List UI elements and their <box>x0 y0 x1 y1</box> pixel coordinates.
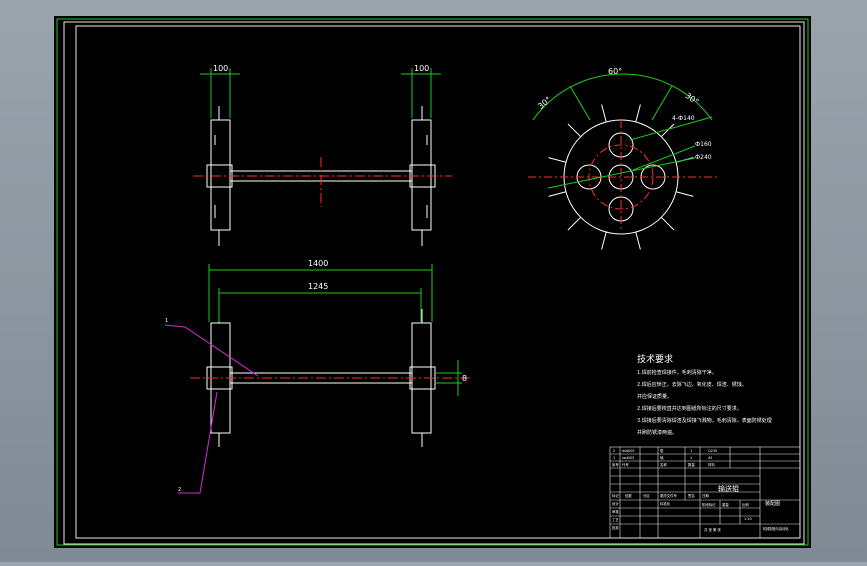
disc-spike <box>635 231 641 250</box>
tb-drawing-name: 输送辊 <box>718 484 739 493</box>
disc-spike <box>601 104 607 123</box>
tb-row2-cell: 1 <box>690 456 692 460</box>
tb-sheet-count: 共 张 第 张 <box>704 527 721 532</box>
title-block-frame <box>609 446 801 539</box>
leader-d160 <box>632 145 696 171</box>
tb-header-cell: 材料 <box>708 462 715 467</box>
tb-cell: 签名 <box>688 493 695 498</box>
tb-header-cell: 序号 <box>612 462 619 467</box>
dim-angle-top: 60° <box>608 67 622 76</box>
disc-spike <box>567 216 582 231</box>
title-block <box>609 446 801 539</box>
tech-lines: 1.焊前检查焊接件，毛刺清除干净。 2.焊后应矫正，去除飞边、氧化皮、焊渣、锈蚀… <box>637 369 772 436</box>
disc-spike <box>660 216 675 231</box>
tb-header-cell: 名称 <box>660 462 667 467</box>
angle-ext-2 <box>651 85 673 121</box>
disc-spike <box>548 191 567 197</box>
dim-d240: Ф240 <box>695 154 712 161</box>
tb-cell: 比例 <box>742 502 749 507</box>
tech-line: 3.焊接后要清除焊渣及焊接飞溅物，毛刺清除，表面防锈处理 <box>637 417 772 424</box>
tb-cell: 日期 <box>702 493 709 498</box>
dim-1400: 1400 <box>308 259 328 268</box>
dim-d160: Ф160 <box>695 141 712 148</box>
dim-top-left: 100 <box>213 64 228 73</box>
tb-cell: 处数 <box>625 493 632 498</box>
disc-spike <box>601 231 607 250</box>
tb-row1-cell: 2 <box>613 449 615 453</box>
tb-drawing-label: 装配图 <box>765 500 780 507</box>
leader-label-lower: 2 <box>178 487 181 493</box>
inner-border <box>75 25 801 539</box>
disc-spike <box>660 123 675 138</box>
side-view-dims <box>532 73 713 189</box>
outer-border <box>63 21 805 545</box>
tech-line: 2.焊接后要校直并达到图纸所标注的尺寸要求。 <box>637 405 742 412</box>
tb-cell: 标准化 <box>660 501 671 506</box>
tech-line: 1.焊前检查焊接件，毛刺清除干净。 <box>637 369 717 376</box>
leader-label-upper: 1 <box>165 318 168 324</box>
tb-row1-cell: 辊 <box>660 448 664 453</box>
tb-cell: 分区 <box>643 493 650 498</box>
top-view-centerlines <box>193 157 452 207</box>
dim-holes: 4-Ф140 <box>672 115 695 122</box>
tb-row2-cell: 轴 <box>660 455 664 460</box>
tb-row2-cell: 45 <box>708 456 712 460</box>
tb-cell: 设计 <box>612 501 619 506</box>
disc-spike <box>635 104 641 123</box>
tb-row1-cell: 1 <box>690 449 692 453</box>
tech-line: 并应保证质量。 <box>637 393 672 400</box>
dim-shaft: 8 <box>462 374 467 383</box>
left-disc <box>210 119 231 231</box>
dim-top-right: 100 <box>414 64 429 73</box>
tech-line: 并刷防锈漆两遍。 <box>637 429 677 436</box>
tb-cell: 阶段标记 <box>702 502 716 507</box>
tech-title: 技术要求 <box>637 353 673 365</box>
tb-cell: 审核 <box>612 509 619 514</box>
tb-row2-cell: ssd003 <box>622 456 634 460</box>
tb-header-cell: 数量 <box>688 462 695 467</box>
leader-upper <box>164 324 259 377</box>
top-view-dims <box>200 68 441 118</box>
front-view-dims <box>208 264 462 396</box>
pitch-circle <box>588 144 654 210</box>
leader-holes <box>629 116 713 141</box>
tb-cell: 标记 <box>612 493 619 498</box>
tb-header-cell: 代号 <box>622 462 629 467</box>
angle-arc <box>532 73 713 121</box>
title-block-text: 2 dsd005 辊 1 Q235 1 ssd003 轴 1 45 序号 代号 … <box>612 448 752 532</box>
angle-ext-1 <box>569 85 591 121</box>
disc-spike <box>548 157 567 163</box>
green-frame <box>56 18 809 546</box>
tb-cell: 工艺 <box>612 517 619 522</box>
tb-school: 机械制造与自动化 <box>763 526 789 531</box>
tb-row1-cell: Q235 <box>708 449 717 453</box>
dim-1245: 1245 <box>308 282 328 291</box>
leader-lower <box>178 391 218 494</box>
leader-d240 <box>547 157 696 189</box>
tb-row1-cell: dsd005 <box>622 449 635 453</box>
tb-cell: 更改文件号 <box>660 493 678 498</box>
disc-spike <box>567 123 582 138</box>
side-view-centerlines <box>528 120 718 232</box>
tb-cell: 重量 <box>722 502 729 507</box>
tech-line: 2.焊后应矫正，去除飞边、氧化皮、焊渣、锈蚀。 <box>637 381 747 388</box>
tb-scale: 1:10 <box>744 517 752 521</box>
leader-lines <box>164 324 259 494</box>
tb-cell: 批准 <box>612 525 619 530</box>
disc-spike <box>675 191 694 197</box>
tb-row2-cell: 1 <box>613 456 615 460</box>
